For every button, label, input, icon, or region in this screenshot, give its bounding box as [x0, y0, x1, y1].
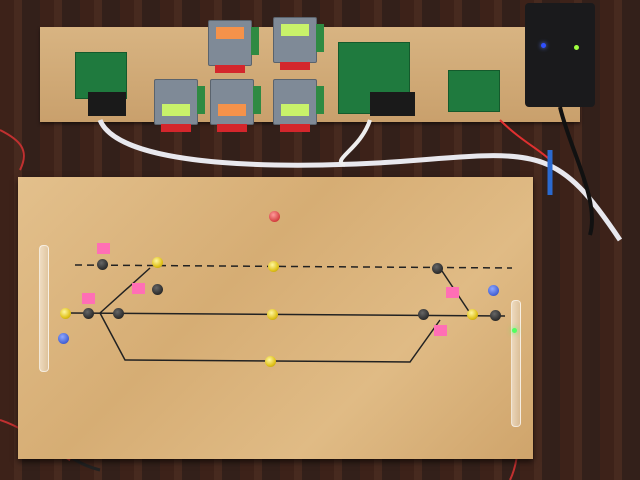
yellow-push-button[interactable]: [267, 309, 278, 320]
yellow-push-button[interactable]: [467, 309, 478, 320]
led-indicator-tube-right: [511, 300, 521, 427]
terminal-block: [316, 24, 324, 52]
terminal-block: [316, 86, 324, 114]
power-supply-box: [525, 3, 595, 107]
green-led-icon: [574, 45, 579, 50]
yellow-push-button[interactable]: [268, 261, 279, 272]
blue-push-button[interactable]: [58, 333, 69, 344]
sticky-note: [82, 293, 95, 304]
relay-label: [281, 24, 309, 36]
relay-module: [210, 79, 261, 132]
blue-led-icon: [541, 43, 546, 48]
relay-label: [162, 104, 190, 116]
black-push-button[interactable]: [113, 308, 124, 319]
relay-label: [218, 104, 246, 116]
terminal-block: [197, 86, 205, 114]
relay-pair-center: [370, 92, 415, 116]
black-push-button[interactable]: [418, 309, 429, 320]
sticky-note: [434, 325, 447, 336]
relay-base: [215, 65, 245, 73]
relay-base: [280, 124, 310, 132]
red-push-button[interactable]: [269, 211, 280, 222]
relay-base: [280, 62, 310, 70]
terminal-block: [253, 86, 261, 114]
relay-base: [161, 124, 191, 132]
relay-module: [154, 79, 205, 132]
yellow-push-button[interactable]: [265, 356, 276, 367]
black-push-button[interactable]: [490, 310, 501, 321]
relay-module: [273, 79, 324, 132]
yellow-push-button[interactable]: [152, 257, 163, 268]
sticky-note: [132, 283, 145, 294]
black-push-button[interactable]: [152, 284, 163, 295]
terminal-block: [251, 27, 259, 55]
led-indicator-tube-left: [39, 245, 49, 372]
blue-push-button[interactable]: [488, 285, 499, 296]
sticky-note: [446, 287, 459, 298]
relay-module: [273, 17, 324, 70]
relay-label: [216, 27, 244, 39]
relay-label: [281, 104, 309, 116]
black-push-button[interactable]: [83, 308, 94, 319]
relay-module: [208, 20, 259, 73]
relay-base: [217, 124, 247, 132]
black-push-button[interactable]: [97, 259, 108, 270]
yellow-push-button[interactable]: [60, 308, 71, 319]
relay-pair-left: [88, 92, 126, 116]
green-signal-led-icon: [512, 328, 517, 333]
controller-board-right: [448, 70, 500, 112]
sticky-note: [97, 243, 110, 254]
black-push-button[interactable]: [432, 263, 443, 274]
